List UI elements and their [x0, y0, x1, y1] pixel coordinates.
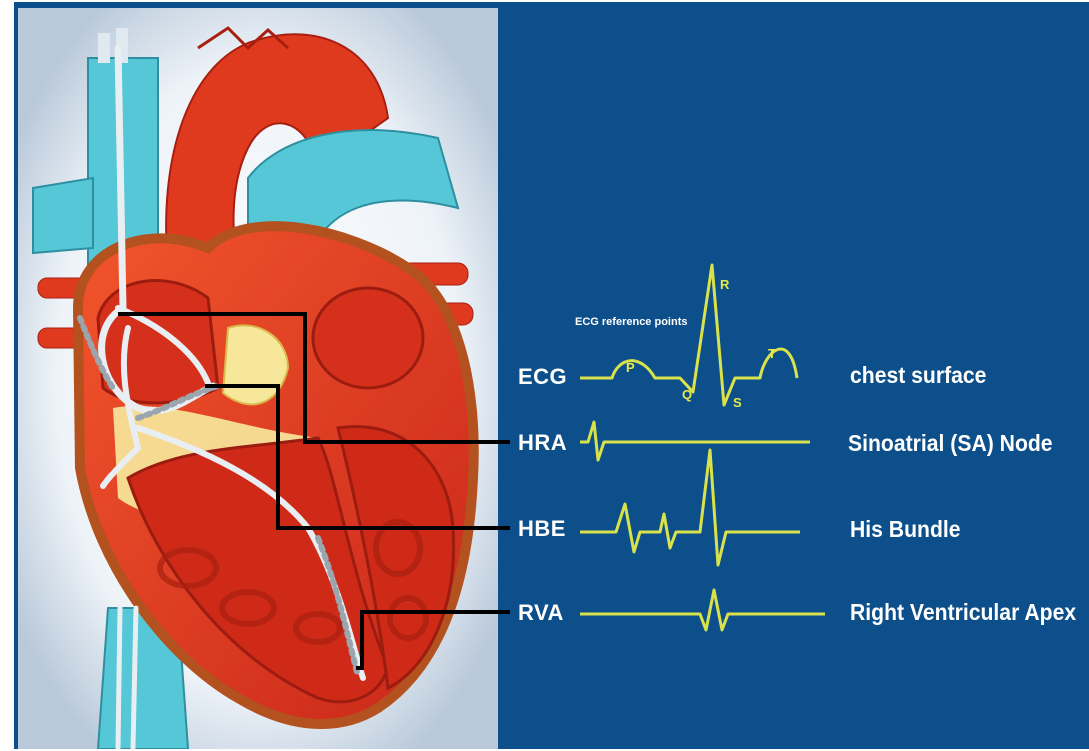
- hbe-trace: [580, 450, 800, 565]
- p-wave-label: P: [626, 360, 635, 375]
- s-wave-label: S: [733, 395, 742, 410]
- t-wave-label: T: [768, 346, 776, 361]
- lead-ecg-location: chest surface: [850, 362, 986, 389]
- lead-hra-abbr: HRA: [518, 430, 567, 456]
- q-wave-label: Q: [682, 387, 692, 402]
- rva-trace: [580, 590, 825, 630]
- lead-ecg-abbr: ECG: [518, 364, 567, 390]
- connector-lines: [118, 314, 510, 668]
- ecg-reference-label: ECG reference points: [575, 316, 687, 328]
- lead-rva-abbr: RVA: [518, 600, 564, 626]
- lead-hbe-location: His Bundle: [850, 516, 961, 543]
- hra-connector: [118, 314, 510, 442]
- lead-hra-location: Sinoatrial (SA) Node: [848, 430, 1053, 457]
- hra-trace: [580, 422, 810, 460]
- rva-connector: [356, 612, 510, 668]
- r-wave-label: R: [720, 277, 729, 292]
- lead-hbe-abbr: HBE: [518, 516, 566, 542]
- ecg-trace: [580, 265, 797, 405]
- hbe-connector: [205, 386, 510, 528]
- lead-rva-location: Right Ventricular Apex: [850, 599, 1076, 626]
